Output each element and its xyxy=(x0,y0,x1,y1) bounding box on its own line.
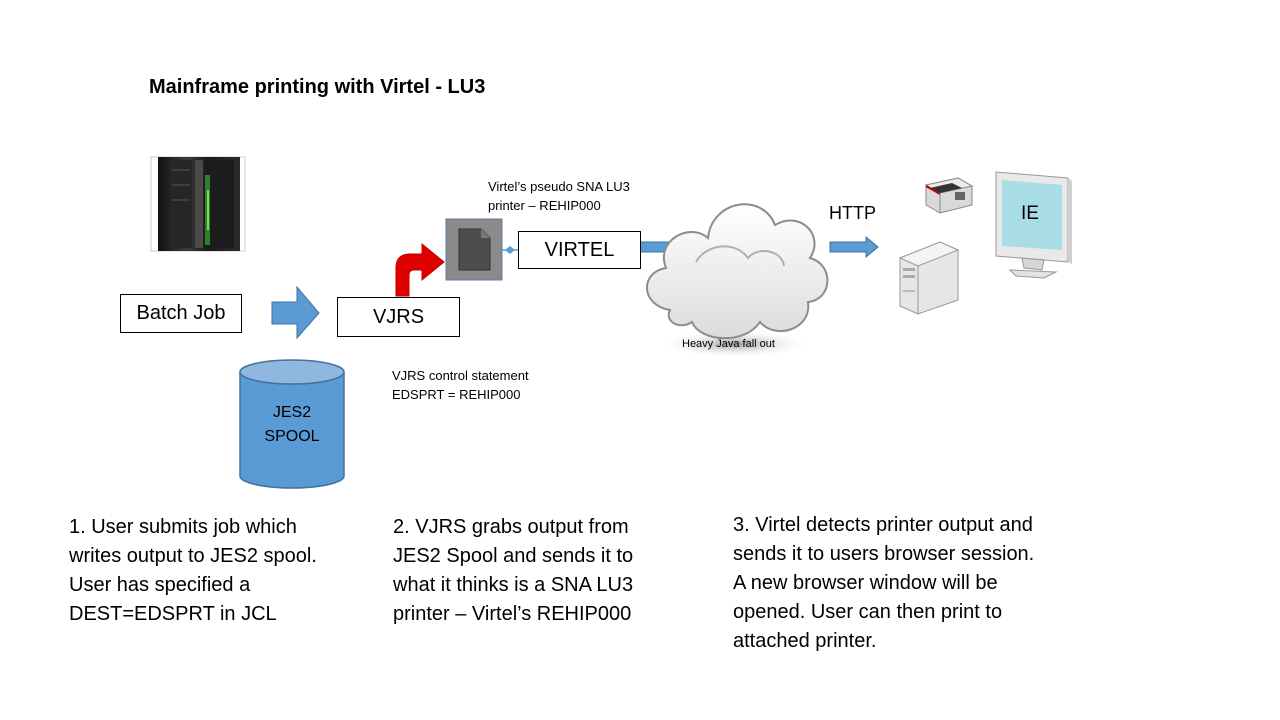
cloud-label: Heavy Java fall out xyxy=(682,338,775,350)
step-1-line-3: User has specified a xyxy=(69,574,251,596)
step-3-line-4: opened. User can then print to xyxy=(733,601,1003,623)
step-3: 3. Virtel detects printer output and sen… xyxy=(733,511,1034,656)
step-1-line-1: 1. User submits job which xyxy=(69,516,297,538)
mainframe-server-icon xyxy=(150,156,246,252)
jes2-label-line-1: JES2 xyxy=(272,404,312,421)
step-2: 2. VJRS grabs output from JES2 Spool and… xyxy=(393,513,633,629)
virtel-box: VIRTEL xyxy=(518,231,641,269)
step-3-line-5: attached printer. xyxy=(733,630,877,652)
document-icon xyxy=(445,218,503,281)
connector-doc-virtel xyxy=(502,246,518,254)
batch-job-label: Batch Job xyxy=(136,302,226,324)
vjrs-box: VJRS xyxy=(337,297,460,337)
virtel-label: VIRTEL xyxy=(544,238,615,261)
http-label: HTTP xyxy=(829,203,876,223)
monitor-icon xyxy=(995,171,1072,279)
virtel-printer-note-line-2: printer – REHIP000 xyxy=(488,198,601,213)
ie-label: IE xyxy=(1021,203,1039,224)
vjrs-control-note: VJRS control statement EDSPRT = REHIP000 xyxy=(392,366,529,404)
step-3-line-3: A new browser window will be xyxy=(733,572,998,594)
cloud-icon xyxy=(646,203,829,358)
step-2-line-4: printer – Virtel’s REHIP000 xyxy=(393,603,632,625)
vjrs-control-note-line-2: EDSPRT = REHIP000 xyxy=(392,387,521,402)
virtel-printer-note-line-1: Virtel’s pseudo SNA LU3 xyxy=(488,179,630,194)
batch-job-box: Batch Job xyxy=(120,294,242,333)
jes2-label-line-2: SPOOL xyxy=(264,428,320,445)
jes2-spool-label: JES2 SPOOL xyxy=(240,401,344,449)
step-2-line-2: JES2 Spool and sends it to xyxy=(393,545,634,567)
step-1-line-2: writes output to JES2 spool. xyxy=(69,545,317,567)
step-2-line-3: what it thinks is a SNA LU3 xyxy=(393,574,634,596)
virtel-printer-note: Virtel’s pseudo SNA LU3 printer – REHIP0… xyxy=(488,177,630,215)
jes2-spool-cylinder xyxy=(239,359,345,489)
arrow-http xyxy=(829,235,879,259)
arrow-batch-to-vjrs xyxy=(271,285,320,340)
step-1: 1. User submits job which writes output … xyxy=(69,513,317,629)
vjrs-label: VJRS xyxy=(372,305,425,328)
red-curved-arrow xyxy=(395,242,445,297)
step-3-line-1: 3. Virtel detects printer output and xyxy=(733,514,1033,536)
step-3-line-2: sends it to users browser session. xyxy=(733,543,1035,565)
printer-icon xyxy=(924,177,974,214)
desktop-tower-icon xyxy=(898,241,960,315)
page-title: Mainframe printing with Virtel - LU3 xyxy=(149,76,486,98)
vjrs-control-note-line-1: VJRS control statement xyxy=(392,368,529,383)
step-2-line-1: 2. VJRS grabs output from xyxy=(393,516,629,538)
step-1-line-4: DEST=EDSPRT in JCL xyxy=(69,603,277,625)
